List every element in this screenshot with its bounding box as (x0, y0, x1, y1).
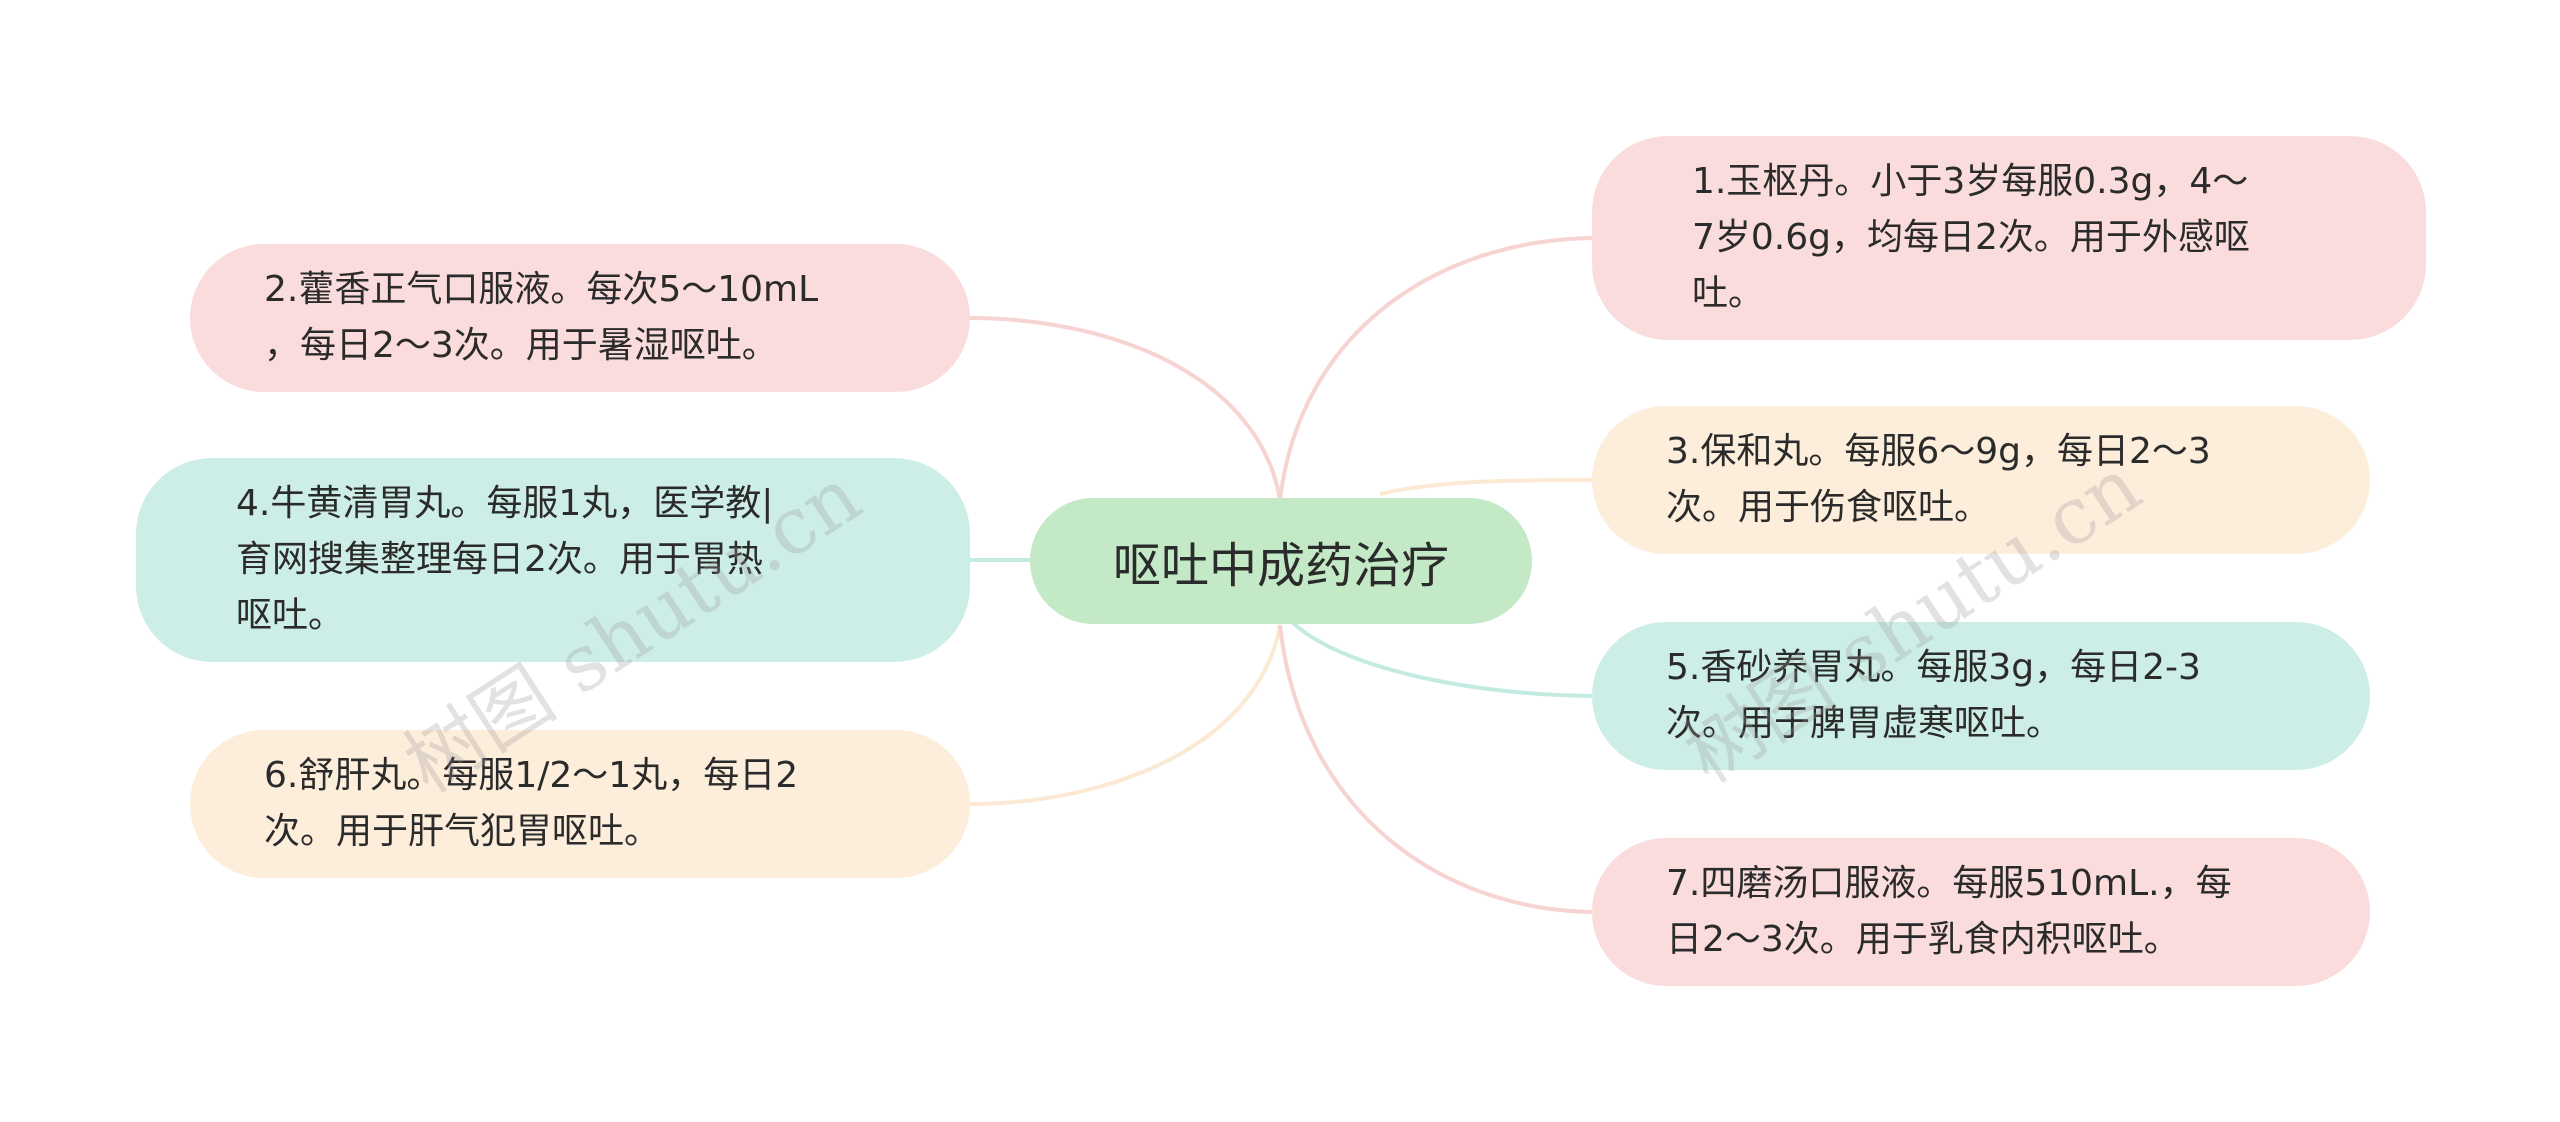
branch-node-4[interactable]: 4.牛黄清胃丸。每服1丸，医学教| 育网搜集整理每日2次。用于胃热 呕吐。 (136, 458, 970, 662)
branch-node-6[interactable]: 6.舒肝丸。每服1/2～1丸，每日2 次。用于肝气犯胃呕吐。 (190, 730, 970, 878)
link-b1 (1278, 236, 1599, 501)
branch-node-2-text: 2.藿香正气口服液。每次5～10mL ，每日2～3次。用于暑湿呕吐。 (264, 269, 819, 366)
central-topic[interactable]: 呕吐中成药治疗 (1030, 498, 1532, 624)
branch-node-5[interactable]: 5.香砂养胃丸。每服3g，每日2-3 次。用于脾胃虚寒呕吐。 (1592, 622, 2370, 770)
link-b6 (967, 624, 1282, 806)
link-b2 (967, 316, 1282, 501)
branch-node-1[interactable]: 1.玉枢丹。小于3岁每服0.3g，4～ 7岁0.6g，均每日2次。用于外感呕 吐… (1592, 136, 2426, 340)
link-b5 (1288, 618, 1599, 698)
branch-node-4-text: 4.牛黄清胃丸。每服1丸，医学教| 育网搜集整理每日2次。用于胃热 呕吐。 (236, 483, 774, 636)
branch-node-6-text: 6.舒肝丸。每服1/2～1丸，每日2 次。用于肝气犯胃呕吐。 (264, 755, 799, 852)
branch-node-7-text: 7.四磨汤口服液。每服510mL.，每 日2～3次。用于乳食内积呕吐。 (1666, 863, 2232, 960)
branch-node-7[interactable]: 7.四磨汤口服液。每服510mL.，每 日2～3次。用于乳食内积呕吐。 (1592, 838, 2370, 986)
branch-node-3-text: 3.保和丸。每服6～9g，每日2～3 次。用于伤食呕吐。 (1666, 431, 2211, 528)
branch-node-5-text: 5.香砂养胃丸。每服3g，每日2-3 次。用于脾胃虚寒呕吐。 (1666, 647, 2201, 744)
link-b3 (1379, 478, 1593, 496)
branch-node-3[interactable]: 3.保和丸。每服6～9g，每日2～3 次。用于伤食呕吐。 (1592, 406, 2370, 554)
central-topic-label: 呕吐中成药治疗 (1112, 538, 1449, 594)
branch-node-1-text: 1.玉枢丹。小于3岁每服0.3g，4～ 7岁0.6g，均每日2次。用于外感呕 吐… (1692, 161, 2250, 314)
branch-node-2[interactable]: 2.藿香正气口服液。每次5～10mL ，每日2～3次。用于暑湿呕吐。 (190, 244, 970, 392)
link-b7 (1278, 624, 1599, 914)
